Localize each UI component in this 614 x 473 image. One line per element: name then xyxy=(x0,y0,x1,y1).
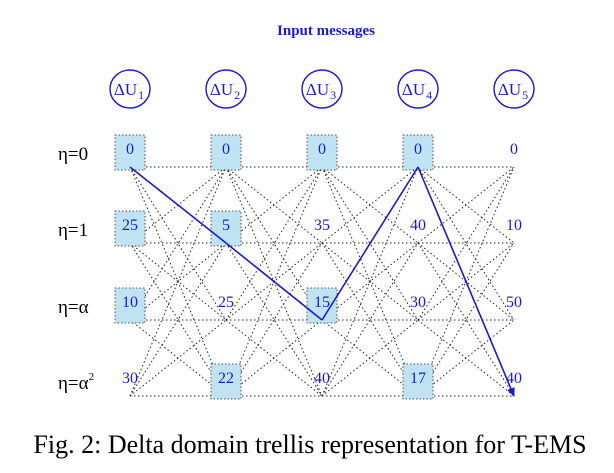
cell-value: 40 xyxy=(410,217,426,234)
path-segment xyxy=(225,242,323,321)
trellis-edge xyxy=(321,242,419,321)
cell-value: 25 xyxy=(122,217,138,234)
cell-value: 0 xyxy=(126,141,134,158)
highlight-box xyxy=(210,134,242,171)
cell-value: 17 xyxy=(410,370,426,387)
column-header-label: ΔU3 xyxy=(306,80,336,102)
trellis-edge xyxy=(225,319,323,397)
highlight-box xyxy=(210,363,242,400)
trellis-edge xyxy=(417,242,515,321)
cell-value: 50 xyxy=(506,294,522,311)
highlight-box xyxy=(210,210,242,247)
column-header-circle xyxy=(493,69,535,109)
cell-value: 25 xyxy=(218,294,234,311)
trellis-edge xyxy=(417,166,515,244)
diagram-title: Input messages xyxy=(277,23,375,39)
trellis-edge xyxy=(321,166,419,397)
column-header-2: ΔU2 xyxy=(205,69,247,109)
trellis-edge xyxy=(129,242,227,321)
column-header-label: ΔU4 xyxy=(402,80,432,102)
column-header-circle xyxy=(397,69,439,109)
column-headers: ΔU1 ΔU2 ΔU3 ΔU4 ΔU5 xyxy=(109,69,535,109)
cell-value: 0 xyxy=(414,141,422,158)
path-segment xyxy=(129,166,227,244)
trellis-edge xyxy=(225,166,323,244)
cell-value: 40 xyxy=(506,370,522,387)
trellis-edge xyxy=(321,166,419,244)
cell-value: 0 xyxy=(222,141,230,158)
column-header-circle xyxy=(205,69,247,109)
column-header-label: ΔU5 xyxy=(498,80,528,102)
highlight-box xyxy=(114,134,146,171)
column-header-5: ΔU5 xyxy=(493,69,535,109)
highlight-box xyxy=(114,210,146,247)
column-header-label: ΔU2 xyxy=(210,80,240,102)
row-label: η=1 xyxy=(58,220,88,241)
cell-value: 5 xyxy=(222,217,230,234)
row-label: η=0 xyxy=(58,144,88,165)
trellis-edges xyxy=(129,166,515,397)
trellis-edge xyxy=(417,319,515,397)
trellis-edge xyxy=(129,166,227,397)
row-label: η=α2 xyxy=(58,371,94,394)
trellis-edge xyxy=(417,242,515,321)
cell-value: 0 xyxy=(318,141,326,158)
cell-value: 0 xyxy=(510,141,518,158)
column-header-3: ΔU3 xyxy=(301,69,343,109)
cell-value: 10 xyxy=(122,294,138,311)
figure-caption: Fig. 2: Delta domain trellis representat… xyxy=(33,430,586,459)
highlight-box xyxy=(402,363,434,400)
row-label: η=α xyxy=(58,297,89,318)
cell-value: 30 xyxy=(122,370,138,387)
column-header-4: ΔU4 xyxy=(397,69,439,109)
cell-values: 0 0 0 0 0 25 5 35 40 10 10 25 15 30 50 30 22 40 17 40 xyxy=(122,141,522,387)
highlight-boxes xyxy=(114,134,434,400)
trellis-edge xyxy=(129,242,227,321)
column-header-circle xyxy=(301,69,343,109)
highlight-box xyxy=(114,287,146,324)
trellis-edge xyxy=(225,242,323,321)
cell-value: 22 xyxy=(218,370,234,387)
cell-value: 10 xyxy=(506,217,522,234)
cell-value: 40 xyxy=(314,370,330,387)
selected-path xyxy=(129,166,515,397)
column-header-1: ΔU1 xyxy=(109,69,151,109)
cell-value: 30 xyxy=(410,294,426,311)
column-header-label: ΔU1 xyxy=(114,80,144,102)
cell-value: 35 xyxy=(314,217,330,234)
row-labels: η=0 η=1 η=α η=α2 xyxy=(58,144,94,394)
trellis-edge xyxy=(321,319,419,397)
column-header-circle xyxy=(109,69,151,109)
cell-value: 15 xyxy=(314,294,330,311)
highlight-box xyxy=(402,134,434,171)
path-segment xyxy=(417,166,515,397)
highlight-box xyxy=(306,134,338,171)
trellis-edge xyxy=(321,242,419,321)
trellis-edge xyxy=(129,319,227,397)
path-segment xyxy=(321,166,419,321)
